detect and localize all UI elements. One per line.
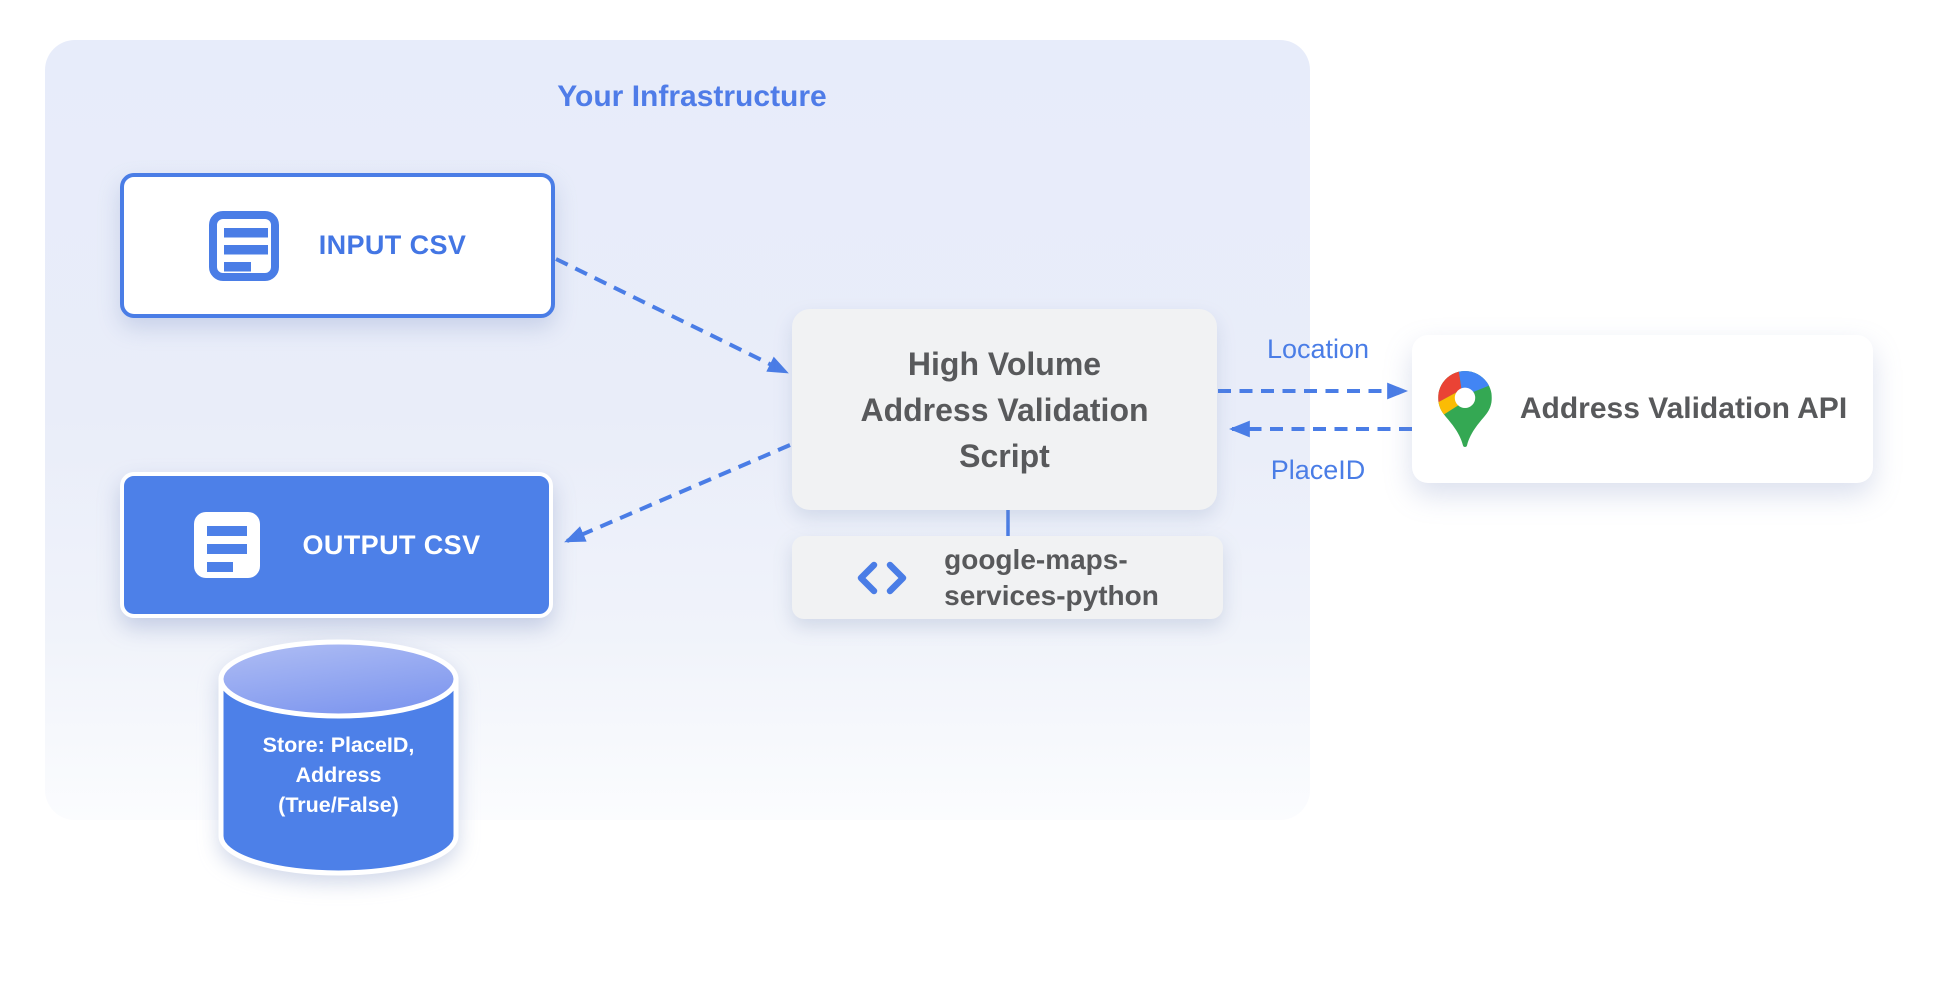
- document-icon: [194, 512, 261, 578]
- document-icon: [208, 210, 279, 281]
- google-maps-pin-icon: [1438, 370, 1492, 447]
- edge-label-placeid: PlaceID: [1270, 455, 1366, 485]
- node-validation-script: High Volume Address Validation Script: [792, 309, 1217, 510]
- infrastructure-title: Your Infrastructure: [557, 80, 827, 113]
- node-input-csv: INPUT CSV: [120, 173, 555, 318]
- node-library: google-maps- services-python: [792, 536, 1223, 619]
- edge-label-location: Location: [1266, 334, 1370, 364]
- node-label: High Volume Address Validation Script: [860, 345, 1149, 474]
- node-label: Address Validation API: [1519, 392, 1848, 425]
- database-cylinder-icon: [218, 639, 459, 876]
- datastore-label: Store: PlaceID, Address (True/False): [262, 733, 415, 817]
- node-address-validation-api: Address Validation API: [1412, 335, 1873, 483]
- node-label: OUTPUT CSV: [302, 529, 481, 560]
- node-datastore: Store: PlaceID, Address (True/False): [217, 638, 460, 878]
- node-label: google-maps- services-python: [944, 543, 1159, 611]
- node-label: INPUT CSV: [318, 230, 467, 260]
- code-icon: [857, 561, 907, 594]
- node-output-csv: OUTPUT CSV: [120, 472, 553, 618]
